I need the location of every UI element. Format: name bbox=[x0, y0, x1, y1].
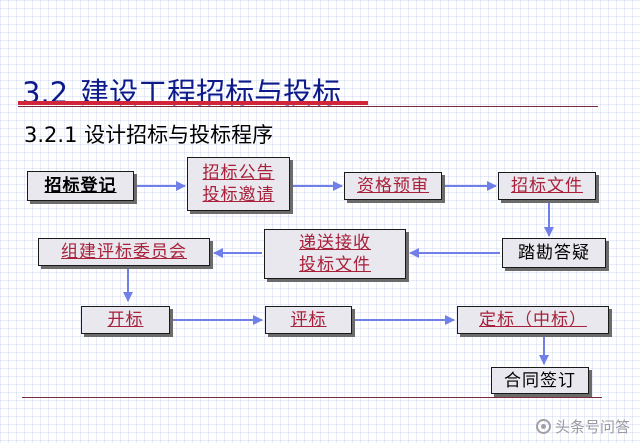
section-subtitle: 3.2.1 设计招标与投标程序 bbox=[24, 123, 274, 147]
footer-divider bbox=[22, 397, 602, 398]
title-divider bbox=[18, 106, 598, 107]
node-prequalify-label: 资格预审 bbox=[357, 176, 429, 196]
title-underline-accent bbox=[18, 101, 368, 105]
node-contract-label: 合同签订 bbox=[504, 370, 576, 391]
node-submit-line1: 递送接收 bbox=[299, 233, 371, 253]
node-award: 定标（中标） bbox=[457, 306, 609, 334]
node-submit-line2: 投标文件 bbox=[299, 255, 371, 275]
node-survey: 踏勘答疑 bbox=[502, 238, 606, 268]
node-announce: 招标公告 投标邀请 bbox=[187, 157, 290, 211]
node-evaluate: 评标 bbox=[265, 306, 352, 334]
node-committee-label: 组建评标委员会 bbox=[61, 242, 187, 262]
node-prequalify: 资格预审 bbox=[344, 172, 442, 200]
node-open-label: 开标 bbox=[107, 310, 144, 330]
node-contract: 合同签订 bbox=[491, 367, 589, 394]
node-award-label: 定标（中标） bbox=[479, 310, 587, 330]
node-documents-label: 招标文件 bbox=[511, 176, 583, 196]
node-announce-line2: 投标邀请 bbox=[202, 185, 275, 205]
node-evaluate-label: 评标 bbox=[290, 310, 327, 330]
node-documents: 招标文件 bbox=[498, 172, 596, 200]
node-announce-line1: 招标公告 bbox=[202, 163, 275, 183]
watermark: 头条号问答 bbox=[535, 416, 630, 437]
watermark-text: 头条号问答 bbox=[554, 418, 630, 436]
node-register-label: 招标登记 bbox=[44, 176, 117, 196]
node-committee: 组建评标委员会 bbox=[38, 238, 210, 266]
node-submit: 递送接收 投标文件 bbox=[264, 229, 406, 279]
node-open: 开标 bbox=[81, 306, 170, 334]
watermark-logo-icon bbox=[535, 419, 551, 434]
node-register: 招标登记 bbox=[27, 171, 134, 201]
node-survey-label: 踏勘答疑 bbox=[518, 243, 590, 263]
